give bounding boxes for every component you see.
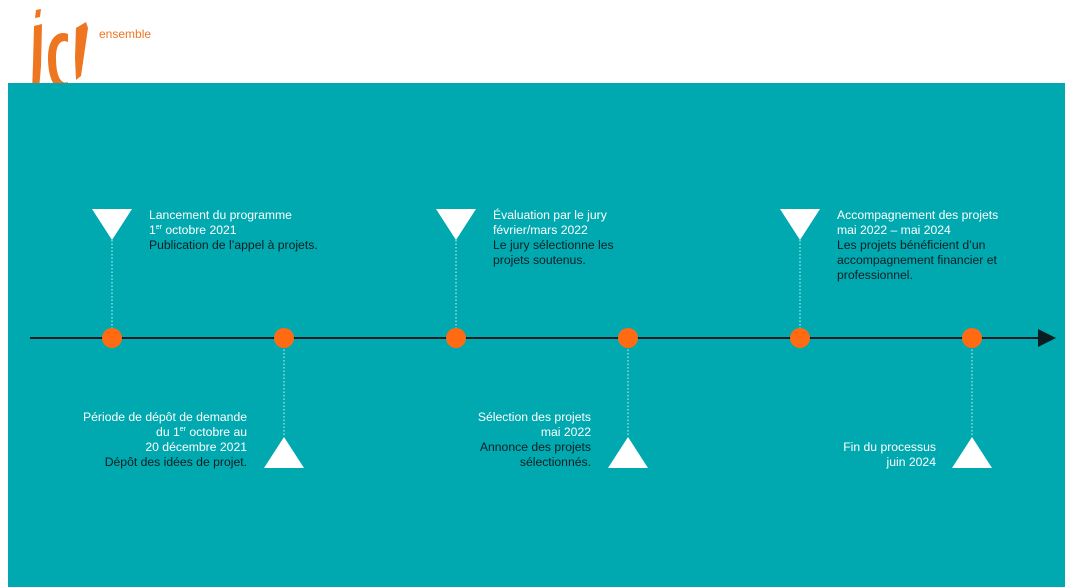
- milestone-date: février/mars 2022: [493, 223, 588, 237]
- timeline-arrowhead: [1038, 329, 1056, 347]
- milestone-date-end: 20 décembre 2021: [145, 440, 247, 454]
- milestone-selection: Sélection des projets mai 2022 Annonce d…: [478, 410, 591, 470]
- marker-lancement: [92, 209, 132, 240]
- milestone-desc: Dépôt des idées de projet.: [104, 455, 247, 469]
- milestone-date: du 1er octobre au: [156, 425, 247, 439]
- milestone-accompagnement: Accompagnement des projets mai 2022 – ma…: [837, 208, 998, 283]
- milestone-depot: Période de dépôt de demande du 1er octob…: [83, 410, 247, 470]
- marker-fin: [952, 437, 992, 468]
- milestone-desc: Publication de l’appel à projets.: [149, 238, 318, 252]
- marker-depot: [264, 437, 304, 468]
- milestone-desc: sélectionnés.: [519, 455, 591, 469]
- dot-evaluation: [446, 328, 466, 348]
- milestone-desc: projets soutenus.: [493, 253, 586, 267]
- timeline-panel: [8, 83, 1065, 587]
- milestone-desc: Annonce des projets: [479, 440, 591, 454]
- milestone-desc: professionnel.: [837, 268, 913, 282]
- ici-logo: [32, 9, 88, 108]
- milestone-title: Fin du processus: [843, 440, 936, 454]
- milestone-fin: Fin du processus juin 2024: [843, 440, 936, 470]
- dot-depot: [274, 328, 294, 348]
- milestone-desc: Le jury sélectionne les: [493, 238, 614, 252]
- logo-subtitle: ensemble: [99, 27, 152, 41]
- dot-lancement: [102, 328, 122, 348]
- milestone-title: Évaluation par le jury: [493, 208, 607, 222]
- marker-evaluation: [436, 209, 476, 240]
- milestone-evaluation: Évaluation par le jury février/mars 2022…: [493, 208, 614, 268]
- milestone-date: 1er octobre 2021: [149, 223, 237, 237]
- milestone-date: juin 2024: [886, 455, 936, 469]
- milestone-desc: Les projets bénéficient d’un: [837, 238, 986, 252]
- milestone-title: Lancement du programme: [149, 208, 292, 222]
- marker-selection: [608, 437, 648, 468]
- milestone-date: mai 2022 – mai 2024: [837, 223, 951, 237]
- milestone-date: mai 2022: [540, 425, 591, 439]
- milestone-title: Période de dépôt de demande: [83, 410, 247, 424]
- dot-selection: [618, 328, 638, 348]
- marker-accompagnement: [780, 209, 820, 240]
- dot-accompagnement: [790, 328, 810, 348]
- dot-fin: [962, 328, 982, 348]
- milestone-desc: accompagnement financier et: [837, 253, 997, 267]
- milestone-title: Accompagnement des projets: [837, 208, 999, 222]
- milestone-lancement: Lancement du programme 1er octobre 2021 …: [149, 208, 318, 253]
- milestone-title: Sélection des projets: [477, 410, 591, 424]
